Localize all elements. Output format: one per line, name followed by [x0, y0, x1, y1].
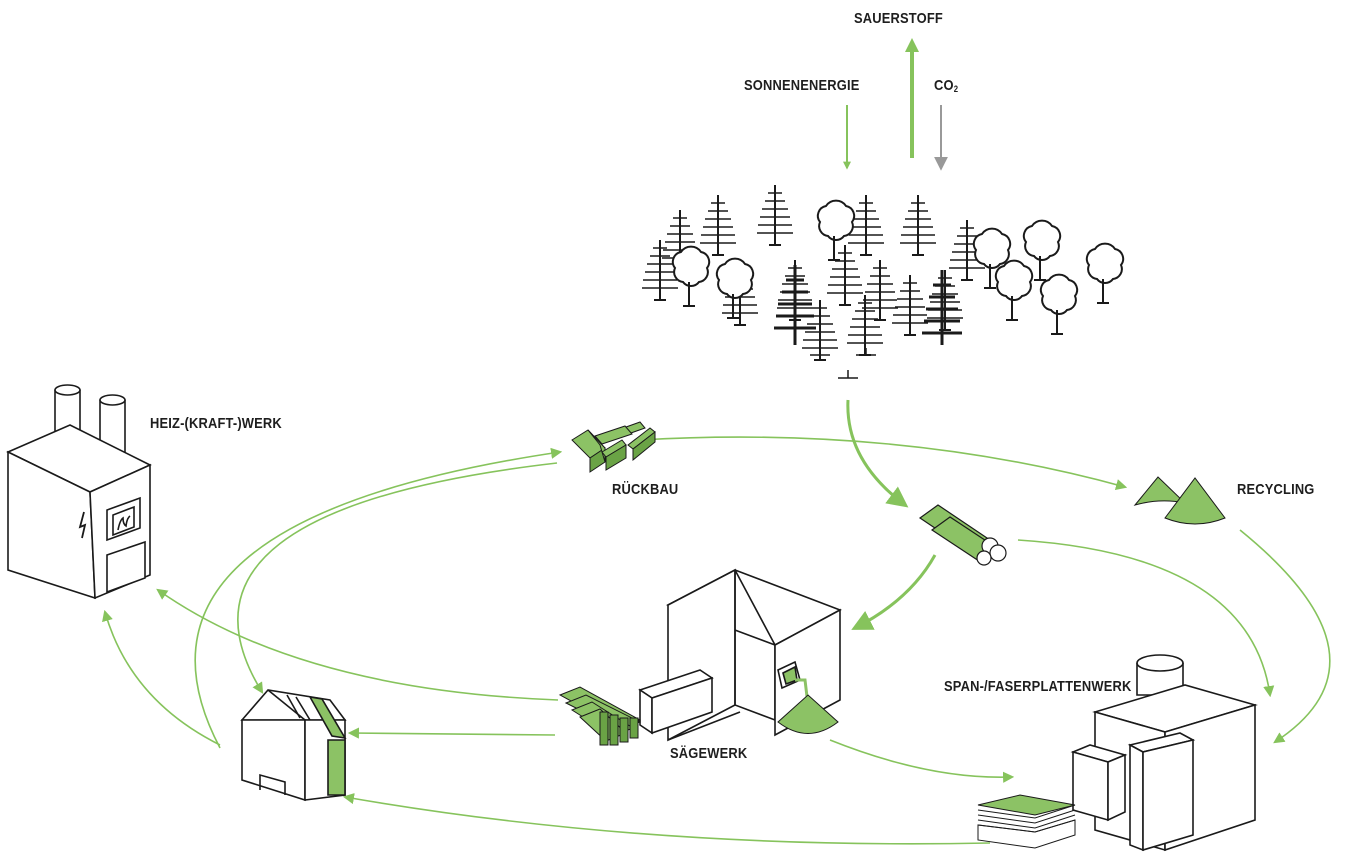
sawmill-illustration: [638, 568, 842, 742]
sawmill-label: SÄGEWERK: [670, 745, 748, 762]
co2-label: CO2: [934, 77, 958, 94]
demolition-label: RÜCKBAU: [612, 481, 679, 498]
arrow-house-powerplant: [102, 609, 221, 746]
board-plant-label: SPAN-/FASERPLATTENWERK: [944, 678, 1132, 695]
arrow-beams-house: [347, 727, 556, 739]
arrow-house-demolition: [194, 447, 563, 749]
arrow-forest-logs: [846, 399, 909, 508]
arrow-sawdust-boardplant: [829, 739, 1015, 783]
power-plant-label: HEIZ-(KRAFT-)WERK: [150, 415, 282, 432]
beams-illustration: [558, 686, 642, 746]
oxygen-label: SAUERSTOFF: [854, 10, 943, 27]
logs-illustration: [918, 504, 1007, 566]
arrow-logs-boardplant: [1017, 539, 1275, 698]
co2-label-subscript: 2: [953, 84, 959, 94]
demolition-wood-illustration: [571, 421, 656, 473]
board-plant-illustration: [1070, 654, 1258, 852]
arrow-sawmill-powerplant: [156, 588, 559, 701]
arrow-demolition-recycling: [639, 436, 1128, 491]
arrow-demolition-house: [237, 462, 558, 694]
recycling-chips-illustration: [1133, 476, 1226, 525]
forest-illustration: [641, 184, 1125, 379]
co2-label-main: CO: [934, 77, 954, 94]
oxygen-arrow: [905, 38, 919, 158]
recycling-label: RECYCLING: [1237, 481, 1315, 498]
solar-energy-label: SONNENENERGIE: [744, 77, 860, 94]
arrow-recycling-boardplant: [1239, 529, 1331, 744]
power-plant-illustration: [6, 384, 152, 600]
arrow-logs-sawmill: [851, 554, 937, 630]
cycle-arrows: [102, 399, 1331, 845]
arrow-boardplant-house: [342, 793, 991, 845]
boards-stack-illustration: [977, 794, 1076, 849]
house-illustration: [240, 689, 347, 802]
